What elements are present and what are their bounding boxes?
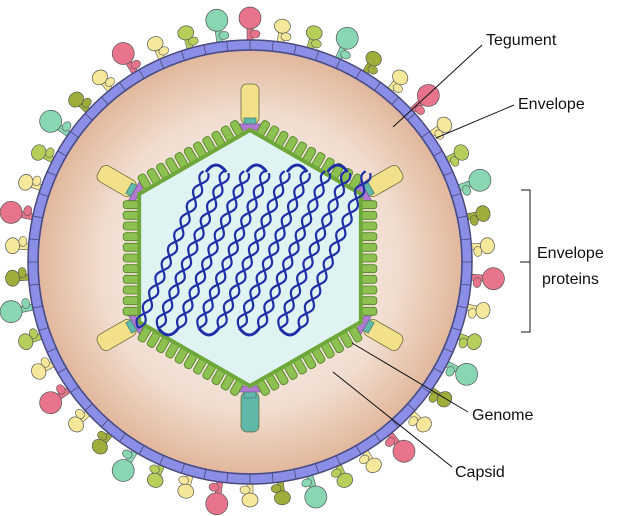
dna-strand — [176, 170, 245, 329]
dna-loop — [157, 327, 180, 337]
envelope-protein — [177, 468, 195, 499]
dna-loop — [197, 327, 221, 337]
envelope-label: Envelope — [518, 96, 585, 113]
tegument-label: Tegument — [486, 32, 557, 49]
envelope-leader — [435, 104, 515, 139]
vertex-protein — [96, 165, 146, 205]
genome-label: Genome — [472, 407, 533, 424]
capsid-leader — [332, 371, 453, 468]
dna-strand — [155, 170, 225, 329]
dna-loop — [238, 327, 261, 337]
envelope-protein — [111, 42, 141, 80]
capsid-vertex-proteins — [96, 83, 404, 433]
dna-genome — [135, 163, 372, 337]
envelope-protein — [205, 475, 229, 516]
dna-strand — [297, 170, 367, 329]
dna-strand — [216, 170, 286, 329]
dna-strand — [257, 170, 326, 329]
envelope-protein — [439, 358, 478, 386]
tegument-leader — [392, 44, 483, 128]
envelope-protein — [405, 406, 432, 433]
membrane-segments — [28, 40, 472, 484]
dna-loop — [285, 163, 309, 173]
envelope-proteins-label-line1: Envelope — [537, 245, 604, 262]
dna-loop — [278, 327, 302, 337]
envelope-proteins-bracket — [521, 189, 531, 333]
dna-strand — [196, 170, 266, 329]
capsid-label: Capsid — [455, 464, 505, 481]
vertex-protein — [354, 311, 404, 351]
envelope-protein — [332, 26, 359, 66]
envelope-protein — [238, 6, 262, 47]
envelope-protein — [239, 477, 259, 508]
leader-lines — [332, 44, 531, 468]
envelope-proteins-label-line2: proteins — [542, 271, 599, 288]
dna-strand — [277, 170, 347, 329]
dna-strand — [135, 170, 205, 329]
envelope-protein — [0, 201, 40, 224]
dna-loop — [245, 163, 268, 173]
genome-leader — [351, 342, 469, 413]
dna-loop — [204, 163, 228, 173]
dna-strand — [236, 170, 306, 329]
dna-loop — [326, 163, 349, 173]
